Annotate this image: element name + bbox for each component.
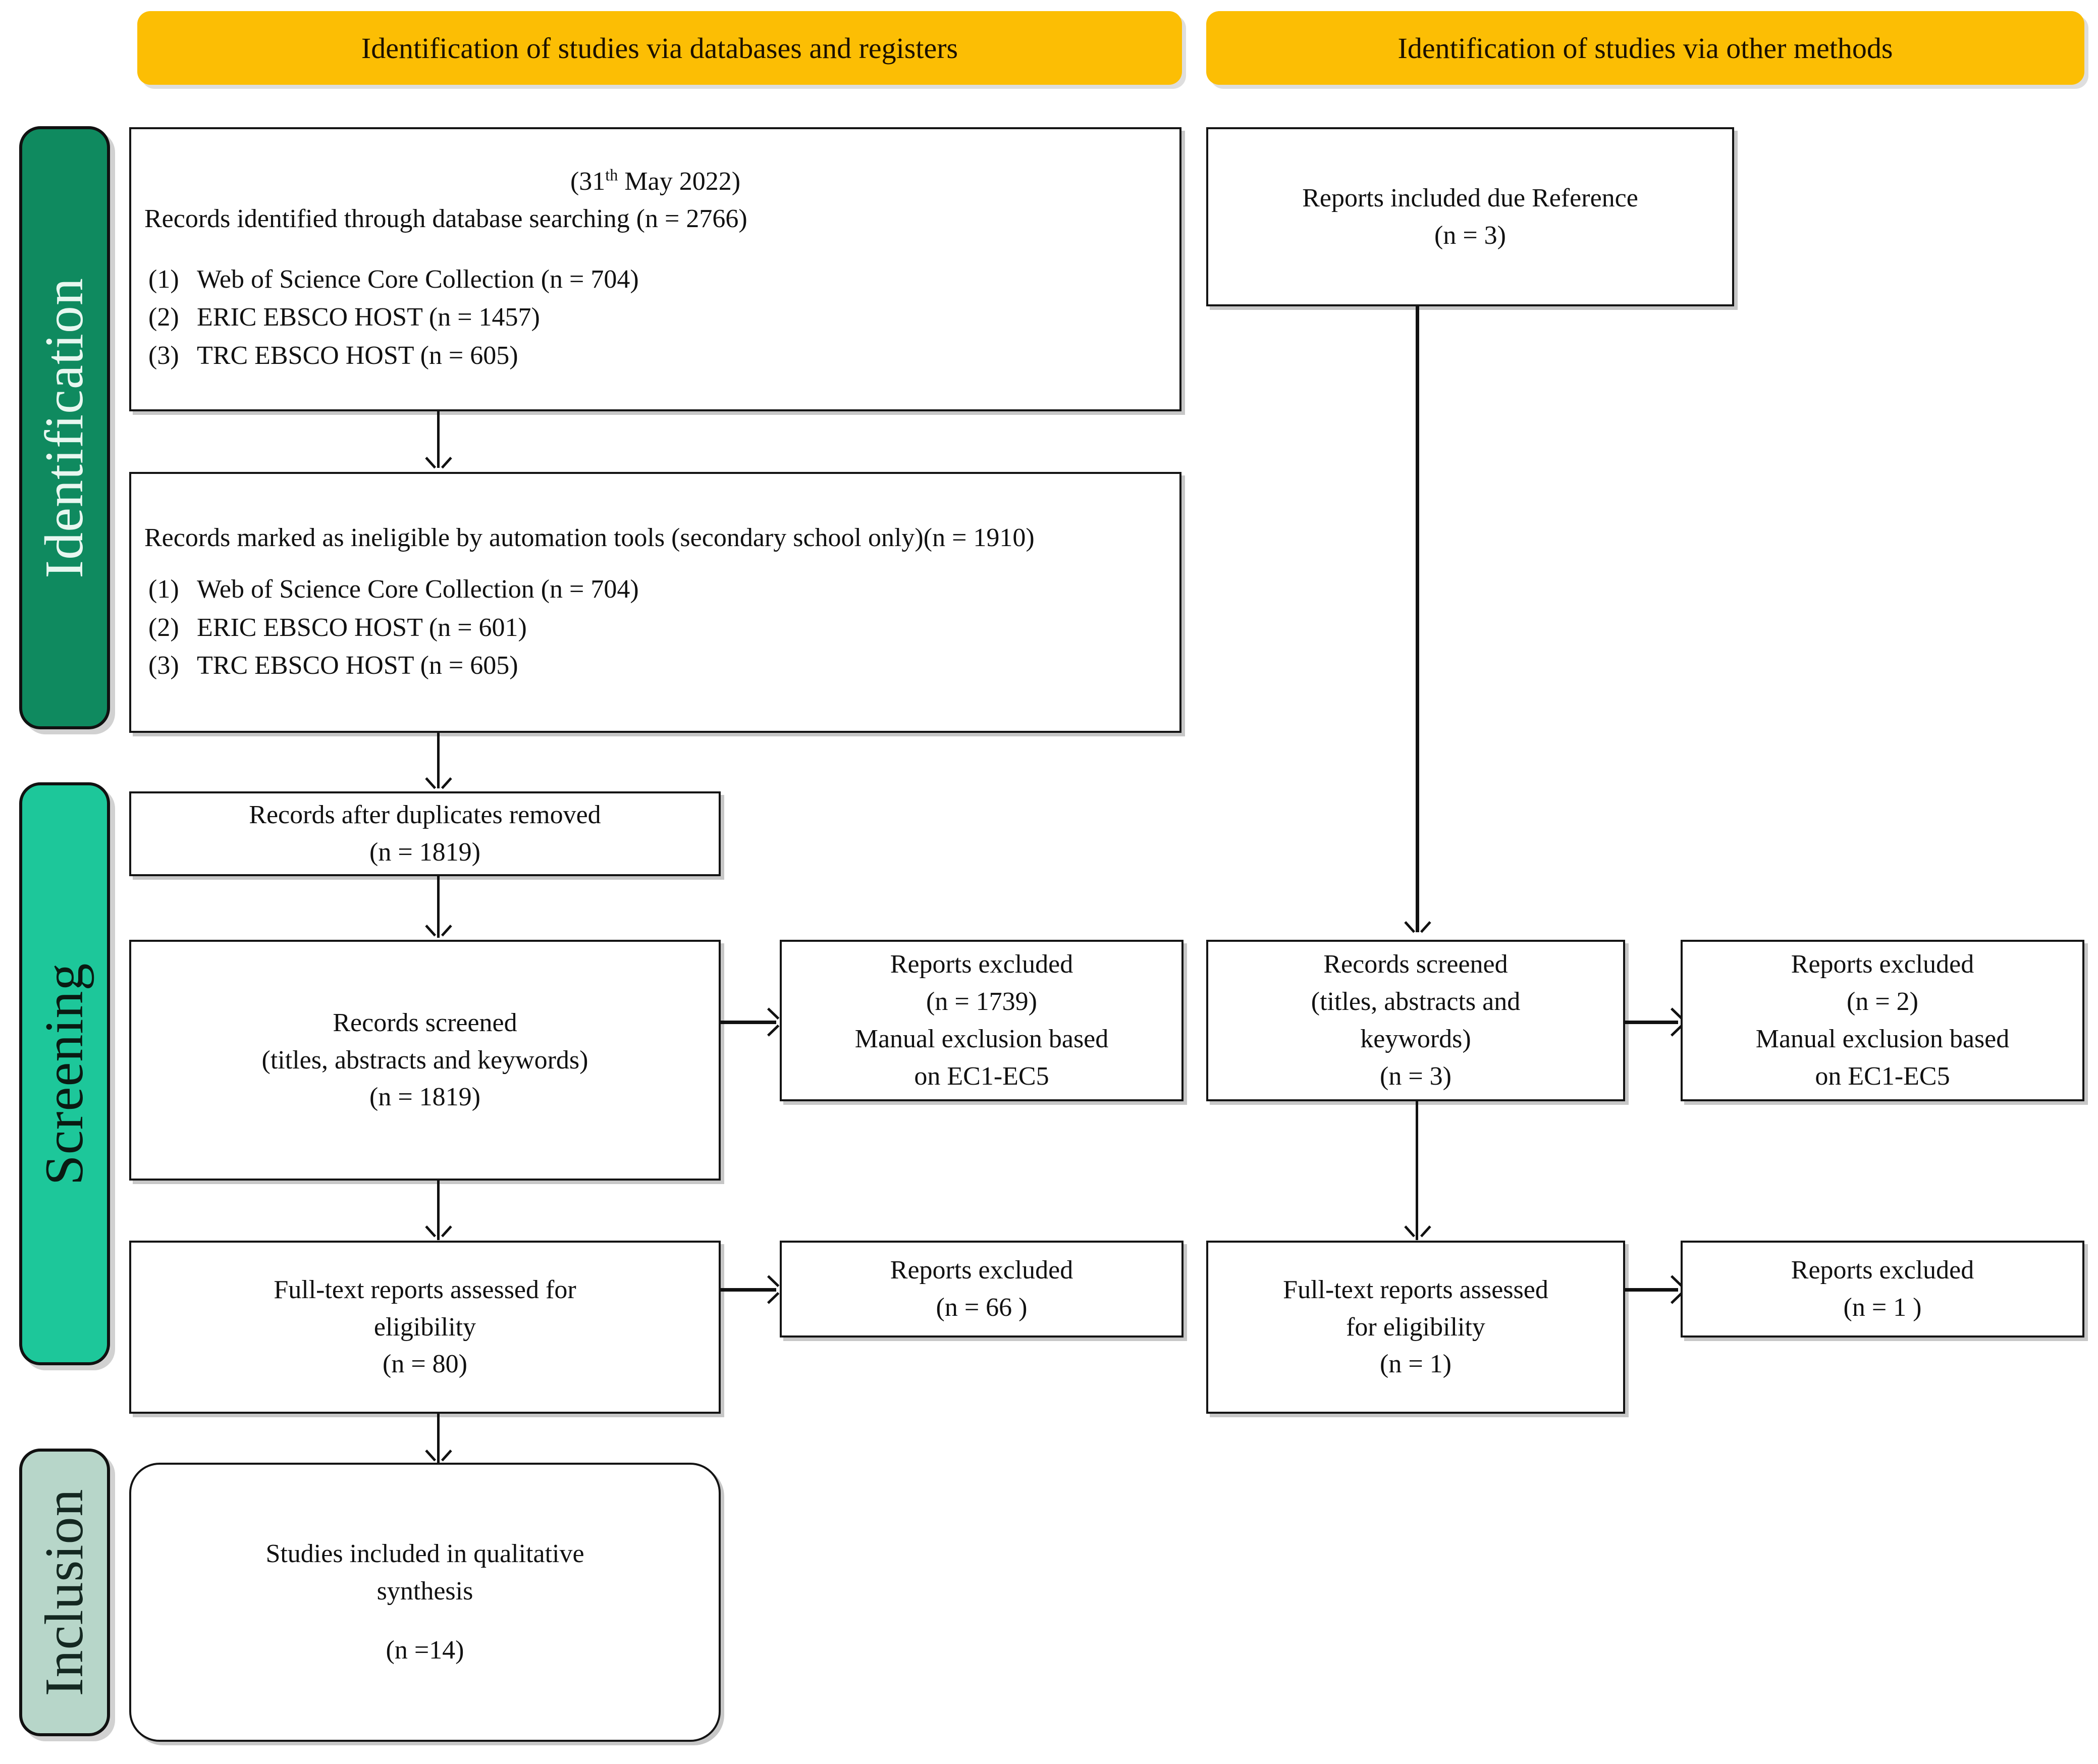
box-reports-excluded-screening-left: Reports excluded (n = 1739) Manual exclu… (780, 940, 1184, 1101)
fulltext-assessed-right-line1: Full-text reports assessed (1283, 1275, 1548, 1304)
arrowhead-down-icon (427, 1225, 450, 1241)
arrowhead-down-icon (1406, 1225, 1429, 1241)
reports-excluded-screening-left-line2: (n = 1739) (926, 987, 1037, 1017)
connector-duplicates-to-screened (437, 876, 440, 938)
box-fulltext-assessed-right: Full-text reports assessed for eligibili… (1206, 1241, 1625, 1414)
records-identified-date: (31th May 2022) (570, 166, 741, 196)
reports-excluded-screening-right-line3: Manual exclusion based (1755, 1025, 2010, 1053)
banner-other-methods: Identification of studies via other meth… (1206, 11, 2084, 85)
records-screened-right-line1: Records screened (1323, 950, 1508, 979)
reports-excluded-fulltext-left-line1: Reports excluded (890, 1256, 1073, 1285)
box-reports-excluded-fulltext-left: Reports excluded (n = 66 ) (780, 1241, 1184, 1338)
connector-screened-to-fulltext-left (437, 1181, 440, 1240)
stage-label-screening: Screening (34, 963, 94, 1185)
fulltext-assessed-left-line1: Full-text reports assessed for (274, 1275, 576, 1304)
stage-label-inclusion: Inclusion (34, 1488, 94, 1696)
reports-excluded-fulltext-left-line2: (n = 66 ) (936, 1293, 1028, 1322)
duplicates-removed-line1: Records after duplicates removed (249, 800, 601, 830)
box-records-screened-right: Records screened (titles, abstracts and … (1206, 940, 1625, 1101)
records-screened-right-line2: (titles, abstracts and (1311, 987, 1521, 1017)
connector-ineligible-to-duplicates (437, 733, 440, 788)
arrowhead-down-icon (427, 457, 450, 472)
box-records-ineligible: Records marked as ineligible by automati… (129, 472, 1181, 733)
connector-fulltext-to-excluded-right (1625, 1288, 1678, 1292)
fulltext-assessed-right-line2: for eligibility (1346, 1312, 1485, 1342)
reports-excluded-screening-left-line3: Manual exclusion based (854, 1025, 1109, 1053)
fulltext-assessed-left-line3: (n = 80) (383, 1350, 467, 1379)
connector-fulltext-to-excluded-left (721, 1288, 776, 1292)
box-studies-included: Studies included in qualitative synthesi… (129, 1463, 721, 1742)
reports-excluded-screening-left-line1: Reports excluded (890, 950, 1073, 979)
records-ineligible-source-list: (1) Web of Science Core Collection (n = … (131, 570, 1179, 685)
source-item: (2) ERIC EBSCO HOST (n = 1457) (148, 303, 540, 332)
studies-included-line2: synthesis (376, 1576, 473, 1606)
stage-bar-inclusion: Inclusion (19, 1449, 110, 1736)
stage-bar-identification: Identification (19, 126, 110, 729)
arrowhead-down-icon (427, 777, 450, 792)
stage-label-identification: Identification (34, 277, 94, 578)
records-screened-left-line1: Records screened (333, 1008, 517, 1037)
records-screened-left-line2: (titles, abstracts and keywords) (261, 1045, 588, 1075)
records-screened-left-line3: (n = 1819) (369, 1083, 480, 1112)
records-screened-right-line4: (n = 3) (1380, 1061, 1451, 1091)
records-identified-date-superscript: th (605, 166, 618, 184)
stage-bar-screening: Screening (19, 782, 110, 1365)
reports-included-reference-line2: (n = 3) (1434, 221, 1506, 250)
source-item: (3) TRC EBSCO HOST (n = 605) (148, 651, 518, 680)
box-records-screened-left: Records screened (titles, abstracts and … (129, 940, 721, 1181)
box-reports-excluded-screening-right: Reports excluded (n = 2) Manual exclusio… (1681, 940, 2084, 1101)
fulltext-assessed-right-line3: (n = 1) (1380, 1350, 1451, 1379)
fulltext-assessed-left-line2: eligibility (373, 1312, 476, 1342)
records-screened-right-line3: keywords) (1360, 1025, 1471, 1053)
box-records-identified: (31th May 2022) Records identified throu… (129, 127, 1181, 411)
records-identified-source-list: (1) Web of Science Core Collection (n = … (131, 260, 1179, 376)
connector-screened-to-excluded-right (1625, 1021, 1678, 1024)
connector-fulltext-to-included (437, 1414, 440, 1463)
source-item: (1) Web of Science Core Collection (n = … (148, 574, 639, 604)
banner-databases-registers: Identification of studies via databases … (137, 11, 1182, 85)
reports-excluded-screening-right-line2: (n = 2) (1847, 987, 1918, 1017)
connector-identified-to-ineligible (437, 411, 440, 468)
studies-included-line3: (n =14) (386, 1636, 464, 1665)
duplicates-removed-line2: (n = 1819) (369, 838, 480, 867)
connector-reference-to-screened-right (1416, 306, 1419, 932)
arrowhead-down-icon (427, 925, 450, 940)
banner-other-methods-label: Identification of studies via other meth… (1397, 31, 1893, 65)
connector-screened-to-excluded-left (721, 1021, 776, 1024)
box-fulltext-assessed-left: Full-text reports assessed for eligibili… (129, 1241, 721, 1414)
reports-excluded-screening-right-line1: Reports excluded (1791, 950, 1974, 979)
connector-screened-to-fulltext-right (1416, 1101, 1418, 1240)
reports-included-reference-line1: Reports included due Reference (1302, 183, 1638, 212)
reports-excluded-fulltext-right-line1: Reports excluded (1791, 1256, 1974, 1285)
reports-excluded-screening-left-line4: on EC1-EC5 (914, 1061, 1049, 1091)
source-item: (2) ERIC EBSCO HOST (n = 601) (148, 613, 527, 642)
reports-excluded-fulltext-right-line2: (n = 1 ) (1843, 1293, 1922, 1322)
studies-included-line1: Studies included in qualitative (265, 1539, 584, 1568)
records-identified-line: Records identified through database sear… (144, 204, 747, 233)
records-ineligible-line: Records marked as ineligible by automati… (144, 523, 1035, 552)
box-reports-excluded-fulltext-right: Reports excluded (n = 1 ) (1681, 1241, 2084, 1338)
reports-excluded-screening-right-line4: on EC1-EC5 (1815, 1061, 1950, 1091)
banner-databases-registers-label: Identification of studies via databases … (361, 31, 958, 65)
arrowhead-down-icon (1406, 921, 1429, 936)
box-duplicates-removed: Records after duplicates removed (n = 18… (129, 791, 721, 876)
source-item: (1) Web of Science Core Collection (n = … (148, 264, 639, 294)
box-reports-included-reference: Reports included due Reference (n = 3) (1206, 127, 1734, 306)
source-item: (3) TRC EBSCO HOST (n = 605) (148, 341, 518, 370)
